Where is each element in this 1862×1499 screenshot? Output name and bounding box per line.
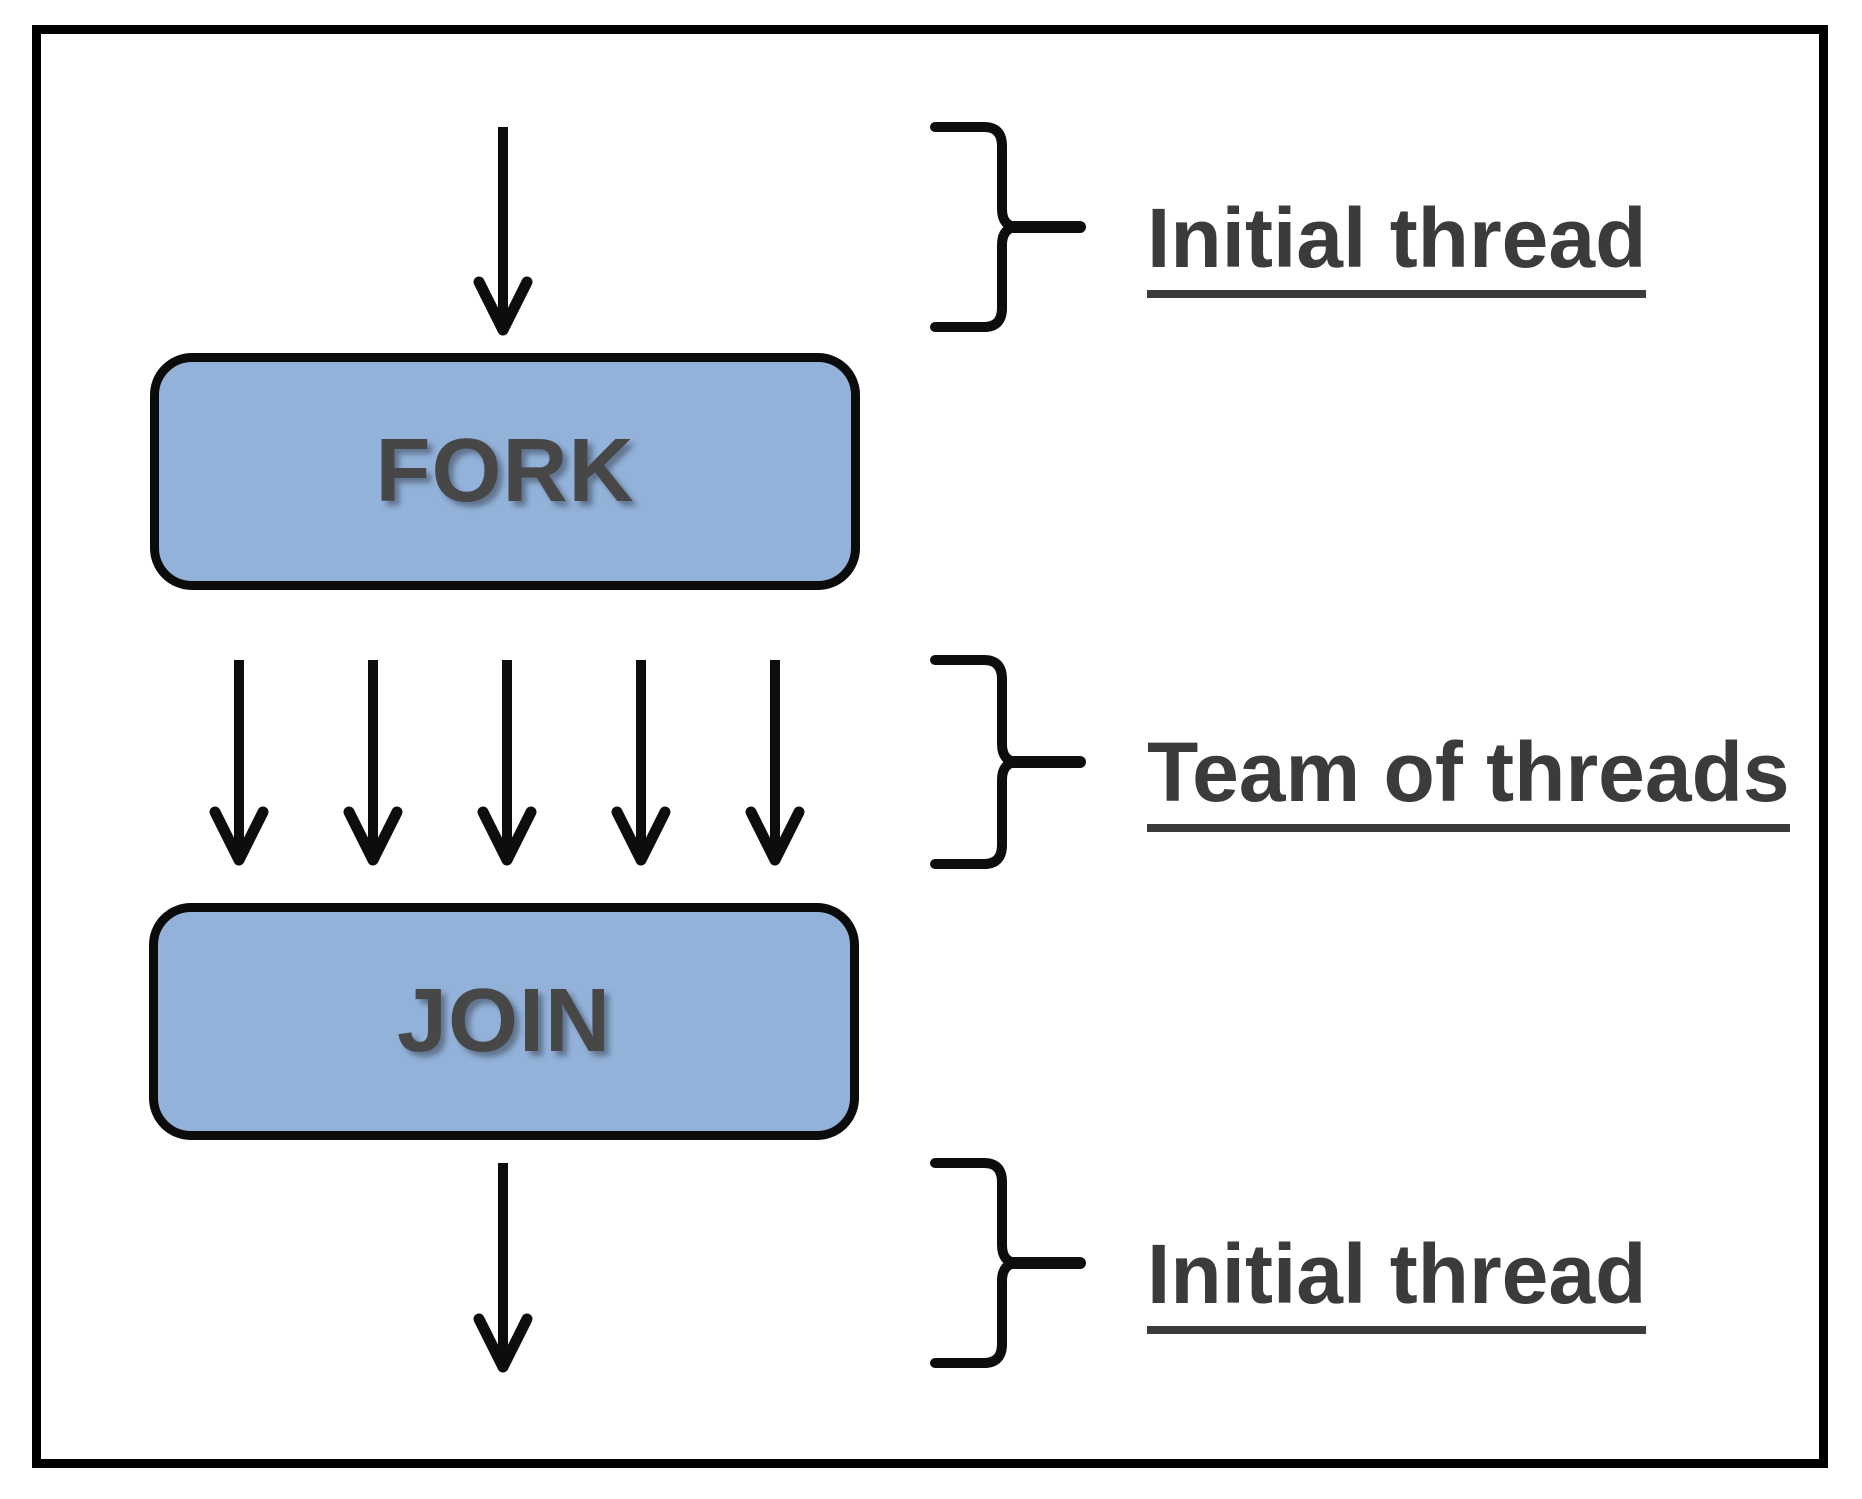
fork-box: FORK — [150, 353, 860, 590]
join-box: JOIN — [149, 903, 859, 1140]
diagram-frame — [32, 25, 1828, 1468]
join-box-label: JOIN — [396, 971, 612, 1071]
fork-box-label: FORK — [375, 421, 635, 521]
initial-thread-label-bottom: Initial thread — [1147, 1232, 1647, 1334]
team-of-threads-label: Team of threads — [1147, 730, 1790, 832]
initial-thread-label-top: Initial thread — [1147, 196, 1647, 298]
